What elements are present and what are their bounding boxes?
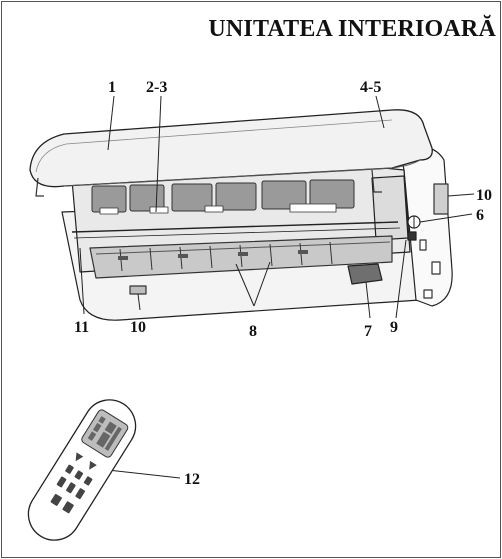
callout-10-right: 10 bbox=[476, 187, 492, 204]
callout-9: 9 bbox=[390, 319, 398, 336]
leader-10-lower bbox=[137, 293, 141, 311]
callout-12: 12 bbox=[184, 471, 200, 488]
front-grille-edge bbox=[71, 221, 399, 233]
remote-arrow-up bbox=[75, 452, 84, 462]
panel-hinge bbox=[35, 177, 44, 197]
callout-10-lower: 10 bbox=[130, 319, 146, 336]
leader-2-3 bbox=[155, 95, 162, 213]
filter-panel bbox=[171, 183, 213, 212]
leader-12 bbox=[107, 469, 181, 479]
leader-4-5 bbox=[375, 95, 385, 129]
callout-4-5: 4-5 bbox=[360, 79, 381, 96]
leader-8a bbox=[235, 263, 255, 307]
panel-hinge bbox=[371, 169, 382, 193]
callout-8: 8 bbox=[249, 323, 257, 340]
remote-arrow-down bbox=[89, 460, 97, 470]
display-window bbox=[129, 285, 147, 295]
front-panel-open bbox=[29, 109, 433, 197]
callout-7: 7 bbox=[364, 323, 372, 340]
callout-6: 6 bbox=[476, 207, 484, 224]
remote-buttons bbox=[50, 452, 97, 514]
air-filters bbox=[91, 179, 355, 213]
leader-10-right bbox=[447, 193, 475, 197]
leader-11 bbox=[79, 247, 85, 315]
callout-11: 11 bbox=[74, 319, 89, 336]
control-box bbox=[371, 175, 409, 241]
front-panel bbox=[29, 109, 433, 188]
callout-labels: 1 2-3 4-5 10 6 11 10 8 7 9 12 bbox=[74, 79, 492, 488]
filter-panel bbox=[261, 180, 307, 210]
filter-clips bbox=[99, 203, 337, 215]
leader-1 bbox=[107, 95, 115, 151]
diagram-title: UNITATEA INTERIOARĂ bbox=[208, 16, 496, 42]
horizontal-flap bbox=[347, 263, 383, 285]
remote-display-segments bbox=[87, 416, 122, 451]
callout-1: 1 bbox=[108, 79, 116, 96]
remote-body bbox=[27, 399, 137, 541]
leader-8b bbox=[253, 261, 271, 307]
callout-2-3: 2-3 bbox=[146, 79, 167, 96]
filter-panel bbox=[215, 182, 257, 211]
filter-panel bbox=[129, 184, 165, 212]
leader-9 bbox=[395, 239, 407, 319]
remote-control bbox=[27, 399, 137, 541]
signal-receiver bbox=[433, 183, 449, 215]
leader-6 bbox=[419, 213, 473, 223]
leader-7 bbox=[365, 281, 371, 319]
switch-block bbox=[407, 231, 417, 241]
leader-lines bbox=[79, 95, 475, 479]
